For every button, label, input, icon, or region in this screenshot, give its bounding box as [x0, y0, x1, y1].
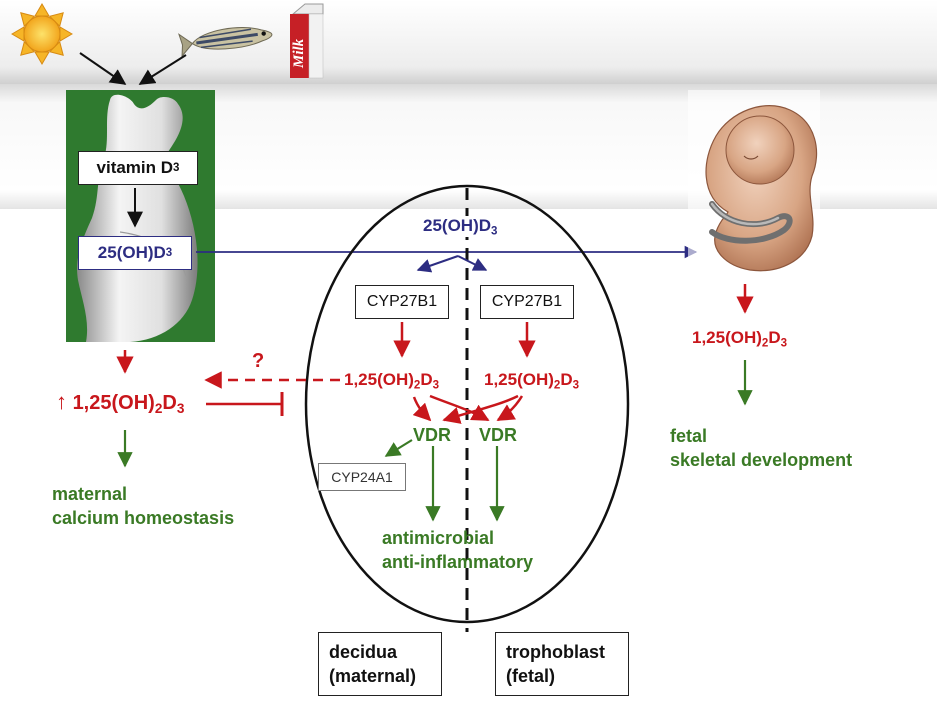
right-calcitriol-text: 1,25(OH)	[484, 370, 554, 389]
placental-25oh-d3-text: 25(OH)D	[423, 216, 492, 235]
fish-to-mother-arrow	[138, 54, 187, 85]
right-calcitriol-to-left-vdr-arrow	[442, 394, 519, 424]
fetal-calcitriol-sub2: 3	[780, 337, 788, 350]
maternal-calcitriol-sub2: 3	[176, 401, 185, 417]
fetal-calcitriol-text: 1,25(OH)	[692, 328, 762, 347]
placenta-ellipse	[304, 184, 630, 624]
sun-icon	[11, 3, 73, 65]
to-right-cyp-arrow	[457, 255, 488, 271]
milk-label: Milk	[291, 38, 307, 69]
milk-carton-icon: Milk	[290, 3, 324, 79]
placental-25oh-d3-subscript: 3	[491, 225, 498, 238]
right-calcitriol-sub2: 3	[572, 379, 580, 392]
pregnant-woman-figure	[66, 90, 215, 342]
right-cyp27b1-box: CYP27B1	[480, 285, 574, 319]
up-arrow-icon: ↑	[56, 389, 67, 414]
decidua-legend-line1: decidua	[329, 642, 398, 662]
fetal-outcome-label: fetal skeletal development	[670, 424, 852, 472]
maternal-25oh-d3-text: 25(OH)D	[97, 243, 166, 262]
right-placental-calcitriol-label: 1,25(OH)2D3	[484, 370, 579, 391]
vitamin-d3-text: vitamin D	[96, 158, 174, 177]
decidua-legend-box: decidua (maternal)	[318, 632, 442, 696]
trophoblast-legend-line2: (fetal)	[506, 666, 555, 686]
left-cyp27b1-box: CYP27B1	[355, 285, 449, 319]
maternal-25oh-d3-subscript: 3	[165, 247, 173, 259]
sun-to-mother-arrow	[79, 52, 127, 85]
vdr-to-cyp24a1-arrow	[384, 439, 413, 457]
feedback-question-mark: ?	[252, 350, 265, 372]
left-calcitriol-d: D	[420, 370, 433, 389]
maternal-outcome-line2: calcium homeostasis	[52, 508, 235, 528]
effect-line1: antimicrobial	[382, 528, 495, 548]
left-calcitriol-sub2: 3	[432, 379, 440, 392]
trophoblast-legend-box: trophoblast (fetal)	[495, 632, 629, 696]
left-calcitriol-to-left-vdr-arrow	[412, 396, 432, 422]
right-calcitriol-sub1: 2	[553, 379, 561, 392]
left-calcitriol-text: 1,25(OH)	[344, 370, 414, 389]
left-placental-calcitriol-label: 1,25(OH)2D3	[344, 370, 440, 392]
placental-25oh-d3-label: 25(OH)D3	[420, 216, 501, 238]
vitamin-d3-subscript: 3	[173, 162, 180, 174]
effect-line2: anti-inflammatory	[382, 552, 534, 572]
right-vdr-label: VDR	[479, 425, 518, 445]
right-calcitriol-d: D	[560, 370, 573, 389]
right-calcitriol-to-right-vdr-arrow	[496, 395, 524, 422]
fetal-calcitriol-d: D	[768, 328, 781, 347]
decidua-legend-line2: (maternal)	[329, 666, 417, 686]
maternal-calcitriol-text: 1,25(OH)	[72, 392, 155, 414]
cyp24a1-box: CYP24A1	[318, 463, 406, 491]
maternal-outcome-line1: maternal	[52, 484, 128, 504]
left-vdr-label: VDR	[413, 425, 452, 445]
to-left-cyp-arrow	[416, 255, 459, 273]
fetal-calcitriol-sub1: 2	[761, 337, 769, 350]
maternal-calcitriol-d: D	[162, 392, 177, 414]
fetal-calcitriol-label: 1,25(OH)2D3	[692, 328, 787, 349]
placental-effect-label: antimicrobial anti-inflammatory	[382, 526, 533, 574]
maternal-calcitriol-label: ↑ 1,25(OH)2D3	[56, 389, 184, 416]
maternal-outcome-label: maternal calcium homeostasis	[52, 482, 234, 530]
fetal-outcome-line2: skeletal development	[670, 450, 853, 470]
fish-icon	[178, 27, 273, 58]
left-calcitriol-sub1: 2	[413, 379, 421, 392]
fetus-figure	[688, 90, 820, 272]
maternal-calcitriol-sub1: 2	[154, 401, 163, 417]
trophoblast-legend-line1: trophoblast	[506, 642, 605, 662]
fetal-outcome-line1: fetal	[670, 426, 708, 446]
